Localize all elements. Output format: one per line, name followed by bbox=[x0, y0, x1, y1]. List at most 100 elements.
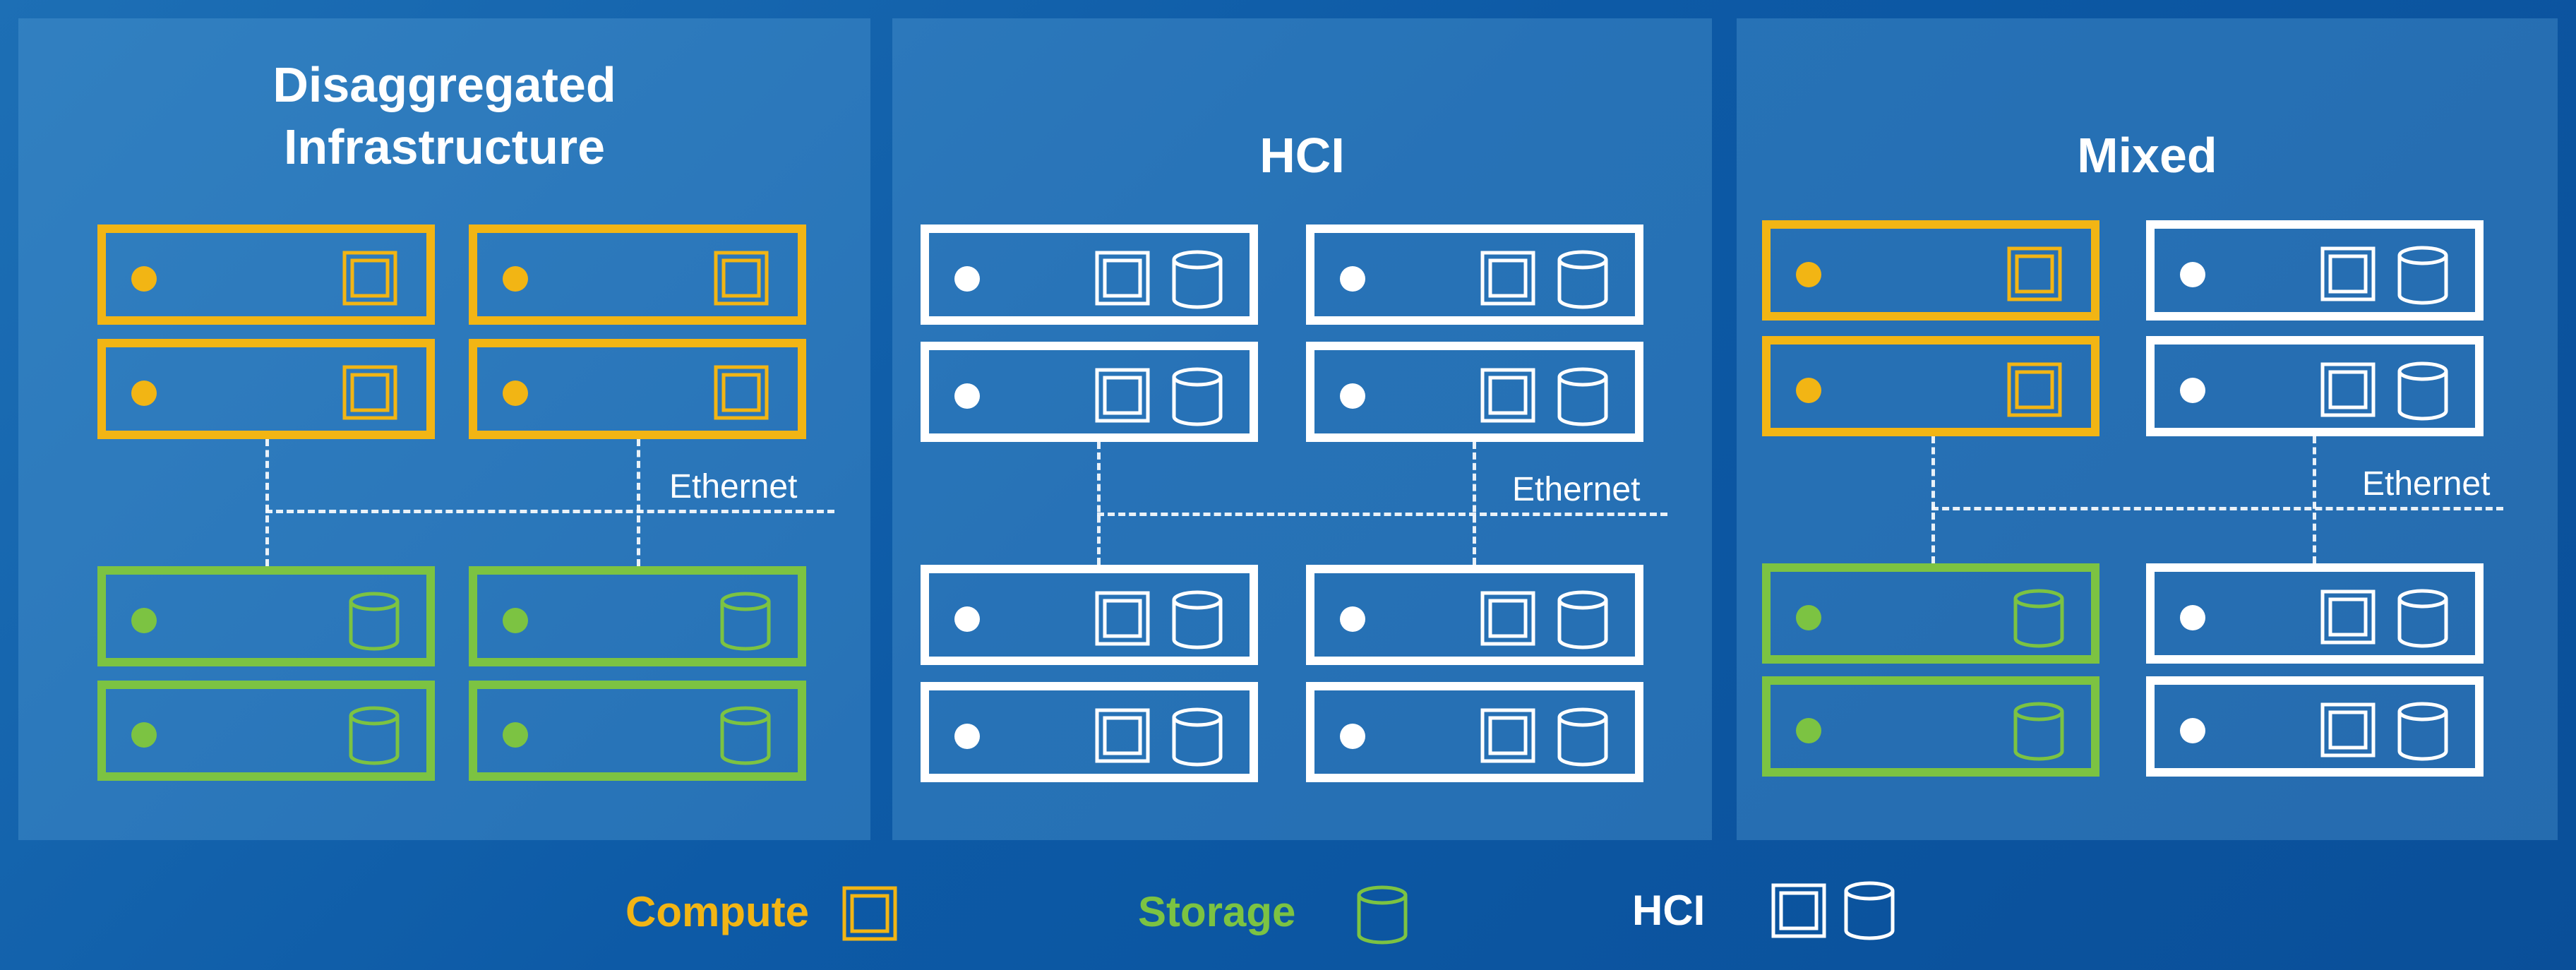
status-led bbox=[2180, 262, 2205, 287]
database-cylinder-icon bbox=[1172, 590, 1223, 649]
status-led bbox=[1796, 718, 1821, 743]
cpu-chip-icon bbox=[2320, 589, 2376, 645]
ethernet-bus-line bbox=[1097, 513, 1667, 516]
cpu-chip-icon bbox=[342, 251, 397, 306]
status-led bbox=[503, 381, 528, 406]
compute-server bbox=[97, 339, 435, 439]
status-led bbox=[1340, 383, 1365, 409]
cpu-chip-icon bbox=[1480, 368, 1535, 423]
cpu-chip-icon bbox=[1480, 708, 1535, 763]
cpu-chip-icon bbox=[842, 886, 897, 941]
status-led bbox=[954, 383, 980, 409]
panel-hci: HCI bbox=[892, 18, 1712, 840]
database-cylinder-icon bbox=[349, 592, 400, 651]
hci-server bbox=[2146, 676, 2484, 777]
hci-server bbox=[921, 565, 1258, 665]
hci-server bbox=[1306, 682, 1643, 782]
status-led bbox=[2180, 605, 2205, 630]
status-led bbox=[2180, 718, 2205, 743]
cpu-chip-icon bbox=[714, 365, 769, 420]
database-cylinder-icon bbox=[1557, 590, 1608, 649]
storage-server bbox=[97, 681, 435, 781]
panel-title-line1: Disaggregated bbox=[272, 57, 616, 112]
ethernet-bus-line bbox=[1931, 507, 2503, 510]
status-led bbox=[503, 722, 528, 748]
status-led bbox=[131, 722, 157, 748]
ethernet-label: Ethernet bbox=[669, 468, 798, 505]
cpu-chip-icon bbox=[1095, 368, 1150, 423]
hci-server bbox=[1306, 342, 1643, 442]
hci-server bbox=[1306, 224, 1643, 325]
compute-server bbox=[1762, 336, 2099, 436]
cpu-chip-icon bbox=[1095, 708, 1150, 763]
database-cylinder-icon bbox=[2397, 246, 2448, 305]
ethernet-link-vertical bbox=[637, 439, 640, 566]
ethernet-link-vertical bbox=[2313, 436, 2316, 563]
cpu-chip-icon bbox=[2007, 362, 2062, 417]
status-led bbox=[131, 381, 157, 406]
database-cylinder-icon bbox=[2397, 702, 2448, 761]
storage-server bbox=[1762, 676, 2099, 777]
status-led bbox=[1340, 266, 1365, 292]
storage-server bbox=[469, 566, 806, 666]
database-cylinder-icon bbox=[1172, 250, 1223, 309]
legend-storage-label: Storage bbox=[1138, 888, 1296, 935]
legend-hci-label: HCI bbox=[1632, 887, 1706, 934]
status-led bbox=[954, 606, 980, 632]
ethernet-link-vertical bbox=[1473, 442, 1476, 565]
status-led bbox=[1340, 606, 1365, 632]
hci-server bbox=[2146, 563, 2484, 664]
database-cylinder-icon bbox=[1557, 707, 1608, 767]
database-cylinder-icon bbox=[349, 706, 400, 765]
cpu-chip-icon bbox=[1480, 251, 1535, 306]
hci-server bbox=[2146, 220, 2484, 321]
status-led bbox=[1340, 724, 1365, 749]
compute-server bbox=[1762, 220, 2099, 321]
cpu-chip-icon bbox=[714, 251, 769, 306]
database-cylinder-icon bbox=[2397, 589, 2448, 648]
legend-compute-label: Compute bbox=[625, 888, 809, 935]
hci-server bbox=[921, 682, 1258, 782]
ethernet-link-vertical bbox=[265, 439, 269, 566]
compute-server bbox=[469, 224, 806, 325]
ethernet-link-vertical bbox=[1097, 442, 1101, 565]
database-cylinder-icon bbox=[2013, 589, 2064, 648]
compute-server bbox=[97, 224, 435, 325]
database-cylinder-icon bbox=[1557, 367, 1608, 426]
status-led bbox=[503, 266, 528, 292]
status-led bbox=[1796, 605, 1821, 630]
ethernet-bus-line bbox=[265, 510, 834, 513]
database-cylinder-icon bbox=[1172, 707, 1223, 767]
compute-server bbox=[469, 339, 806, 439]
hci-server bbox=[921, 342, 1258, 442]
panel-title: HCI bbox=[1259, 128, 1345, 183]
database-cylinder-icon bbox=[720, 706, 771, 765]
cpu-chip-icon bbox=[1771, 883, 1826, 938]
panel-title-line2: Infrastructure bbox=[283, 119, 606, 174]
storage-server bbox=[97, 566, 435, 666]
cpu-chip-icon bbox=[2320, 246, 2376, 301]
hci-server bbox=[921, 224, 1258, 325]
status-led bbox=[2180, 378, 2205, 403]
status-led bbox=[503, 608, 528, 633]
panel-title: Disaggregated Infrastructure bbox=[18, 54, 870, 178]
status-led bbox=[1796, 378, 1821, 403]
panel-disaggregated: Disaggregated Infrastructure bbox=[18, 18, 870, 840]
cpu-chip-icon bbox=[2320, 362, 2376, 417]
database-cylinder-icon bbox=[1557, 250, 1608, 309]
storage-server bbox=[1762, 563, 2099, 664]
storage-server bbox=[469, 681, 806, 781]
panel-title: Mixed bbox=[2077, 128, 2217, 183]
hci-server bbox=[2146, 336, 2484, 436]
cpu-chip-icon bbox=[342, 365, 397, 420]
database-cylinder-icon bbox=[1172, 367, 1223, 426]
database-cylinder-icon bbox=[720, 592, 771, 651]
ethernet-label: Ethernet bbox=[2362, 465, 2491, 503]
cpu-chip-icon bbox=[2320, 702, 2376, 758]
status-led bbox=[954, 724, 980, 749]
status-led bbox=[954, 266, 980, 292]
ethernet-label: Ethernet bbox=[1512, 471, 1641, 508]
status-led bbox=[131, 266, 157, 292]
database-cylinder-icon bbox=[2013, 702, 2064, 761]
cpu-chip-icon bbox=[2007, 246, 2062, 301]
